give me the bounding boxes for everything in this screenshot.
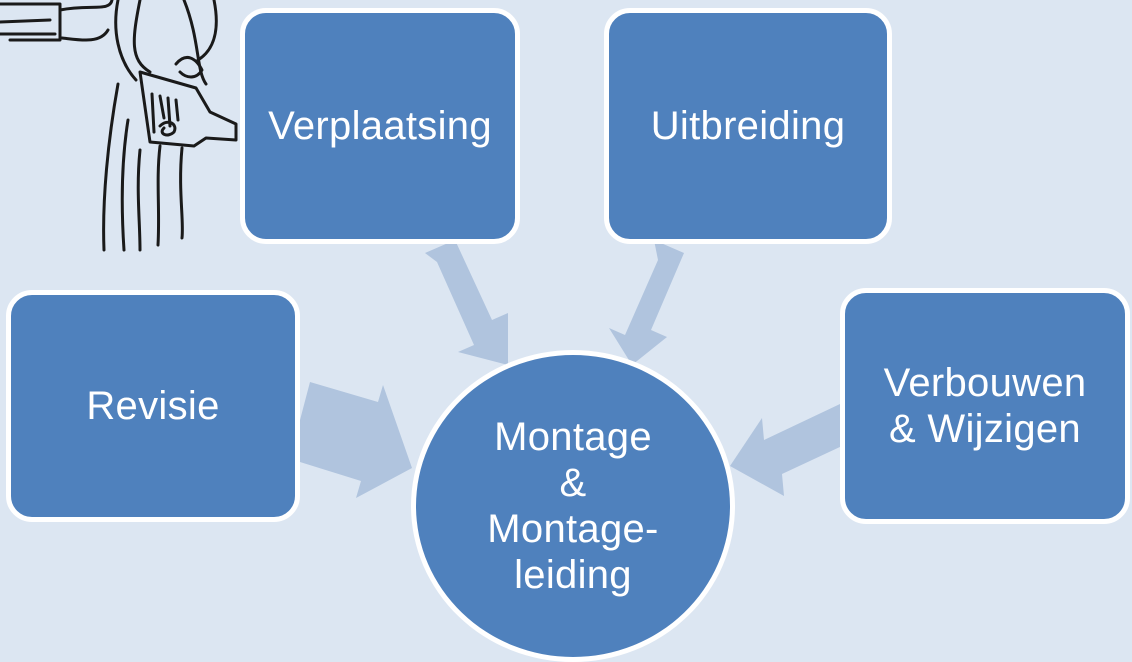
- sketch-arm: [60, 28, 110, 42]
- sketch-body: [114, 0, 138, 82]
- arrow-uitbreiding-to-center: [609, 240, 684, 365]
- sketch-bag: [138, 70, 238, 148]
- sketch-arm: [58, 0, 114, 12]
- node-verplaatsing-label: Verplaatsing: [268, 104, 492, 148]
- node-revisie: Revisie: [6, 290, 300, 522]
- node-verplaatsing: Verplaatsing: [240, 8, 520, 244]
- sketch-leg: [136, 148, 142, 252]
- sketch-leg: [179, 146, 184, 240]
- sketch-leg: [156, 144, 162, 247]
- node-uitbreiding-label: Uitbreiding: [650, 104, 846, 148]
- sketch-body: [132, 0, 152, 74]
- node-revisie-label: Revisie: [86, 384, 220, 428]
- node-montage-center-label: Montage & Montage- leiding: [487, 415, 659, 597]
- sketch-hand: [174, 55, 204, 79]
- arrow-revisie-to-center: [300, 382, 412, 498]
- sketch-figure-illustration: [0, 0, 238, 252]
- arrow-verplaatsing-to-center: [425, 240, 508, 365]
- sketch-body: [196, 0, 218, 62]
- node-verbouwen-wijzigen: Verbouwen & Wijzigen: [840, 288, 1130, 524]
- sketch-body: [182, 0, 208, 86]
- sketch-bag-detail: [158, 120, 177, 137]
- node-verbouwen-wijzigen-label: Verbouwen & Wijzigen: [883, 361, 1087, 451]
- arrow-verbouwen-to-center: [730, 404, 842, 496]
- sketch-table-line: [0, 2, 62, 42]
- sketch-bag-detail: [150, 92, 180, 134]
- node-montage-center: Montage & Montage- leiding: [411, 350, 735, 662]
- sketch-table-line: [0, 18, 52, 24]
- sketch-leg: [102, 82, 120, 252]
- sketch-leg: [120, 118, 130, 252]
- node-uitbreiding: Uitbreiding: [604, 8, 892, 244]
